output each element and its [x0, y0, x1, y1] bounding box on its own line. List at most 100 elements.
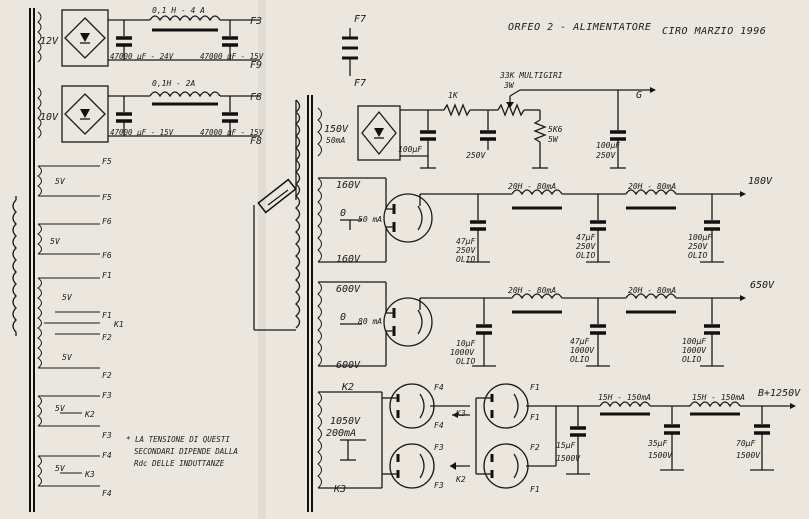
heater-label-17: F4 [102, 451, 112, 460]
hv1-supply [317, 177, 746, 263]
hv1-cmid-v-label: 250V [576, 242, 596, 251]
heater-label-14: 5V [55, 404, 66, 413]
bias-c2-label: 250V [466, 151, 486, 160]
bias-c3-v-label: 250V [596, 151, 616, 160]
author-date: CIRO MARZIO 1996 [662, 26, 766, 37]
note-line-2: Rdc DELLE INDUTTANZE [134, 459, 225, 468]
hv3-tube-c-bot-label: F3 [434, 481, 444, 490]
heater-label-2: F5 [102, 193, 112, 202]
bias-pot-label: 33K MULTIGIRI [499, 71, 563, 80]
hv1-cin-label: 47µF [456, 237, 475, 246]
schematic-title: ORFEO 2 - ALIMENTATORE [508, 22, 651, 33]
hv2-cout-v-label: 1000V [682, 346, 707, 355]
hv3-c2-label: 35µF [647, 439, 667, 448]
hv2-cmid-t-label: OLIO [570, 355, 589, 364]
hv3-volts-label: 1050V [330, 416, 361, 427]
hv3-k-mid1-label: K3 [455, 409, 466, 418]
heater-label-7: 5V [62, 293, 73, 302]
hv2-cout-label: 100µF [682, 337, 706, 346]
lower-choke-label: 0,1H - 2A [152, 79, 196, 88]
note-line-0: * LA TENSIONE DI QUESTI [126, 435, 230, 444]
hv1-cout-label: 100µF [688, 233, 712, 242]
hv2-supply [317, 281, 746, 367]
hv3-supply [317, 383, 796, 489]
heater-windings [37, 165, 100, 487]
hv3-out-label: B+1250V [758, 388, 801, 399]
hv2-cout-t-label: OLIO [682, 355, 701, 364]
fuse-bottom-label: F7 [354, 78, 366, 89]
bias-supply [317, 87, 656, 169]
heater-label-9: K1 [113, 320, 124, 329]
hv1-cout-t-label: OLIO [688, 251, 707, 260]
hv2-cmid-label: 47µF [570, 337, 589, 346]
hv1-current-label: 50 mA [358, 215, 382, 224]
fuse-top-label: F7 [354, 14, 366, 25]
heater-label-8: F1 [102, 311, 112, 320]
left-transformer [12, 8, 35, 512]
hv1-cout-v-label: 250V [688, 242, 708, 251]
hv3-tube-c-top-label: F3 [434, 443, 444, 452]
hv3-k-top-label: K2 [341, 382, 354, 393]
heater-label-18: 5V [55, 464, 66, 473]
hv1-l1-label: 20H - 80mA [508, 182, 556, 191]
heater-label-10: F2 [102, 333, 112, 342]
heater-label-3: F6 [102, 217, 112, 226]
hv3-tube-b-top-label: F1 [530, 383, 540, 392]
hv1-bottom-label: 160V [336, 254, 361, 265]
upper-cap2-label: 47000 µF - 15V [200, 52, 264, 61]
heater-label-0: F5 [102, 157, 112, 166]
lower-winding-label: 10V [40, 112, 59, 123]
bias-out-label: G [636, 90, 642, 101]
mains-primary [253, 95, 313, 512]
upper-choke-label: 0,1 H - 4 A [152, 6, 205, 15]
heater-label-4: 5V [50, 237, 61, 246]
upper-out2-label: F9 [250, 60, 262, 71]
hv2-center-label: 0 [340, 312, 346, 323]
hv3-c1-label: 15µF [556, 441, 575, 450]
hv3-c2-v-label: 1500V [648, 451, 673, 460]
hv3-l1-label: 15H - 150mA [598, 393, 651, 402]
upper-rectifier-block [37, 9, 260, 67]
hv1-cmid-label: 47µF [576, 233, 595, 242]
hv3-k-mid2-label: K2 [455, 475, 466, 484]
upper-winding-label: 12V [40, 36, 59, 47]
hv1-cin-v-label: 250V [456, 246, 476, 255]
hv1-cmid-t-label: OLIO [576, 251, 595, 260]
lower-cap1-label: 47000 µF - 15V [110, 128, 174, 137]
heater-label-12: F2 [102, 371, 112, 380]
bias-winding-label: 150V [324, 124, 349, 135]
heater-label-19: K3 [84, 470, 95, 479]
lower-cap2-label: 47000 µF - 15V [200, 128, 264, 137]
heater-label-13: F3 [102, 391, 112, 400]
hv3-tube-a-bot-label: F4 [434, 421, 444, 430]
hv1-cin-t-label: OLIO [456, 255, 475, 264]
hv2-current-label: 80 mA [358, 317, 382, 326]
hv3-c3-v-label: 1500V [736, 451, 761, 460]
lower-out1-label: F8 [250, 92, 262, 103]
hv2-l2-label: 20H - 80mA [628, 286, 676, 295]
hv2-out-label: 650V [750, 280, 775, 291]
page-fold [258, 0, 266, 519]
hv3-c1-v-label: 1500V [556, 454, 581, 463]
hv2-cin-t-label: OLIO [456, 357, 475, 366]
bias-r2-label: 5K6 [548, 125, 563, 134]
hv2-bottom-label: 600V [336, 360, 361, 371]
hv1-center-label: 0 [340, 208, 346, 219]
heater-label-11: 5V [62, 353, 73, 362]
note-line-1: SECONDARI DIPENDE DALLA [134, 447, 238, 456]
bias-pot-watt-label: 3W [503, 81, 515, 90]
hv3-current-label: 200mA [326, 428, 356, 439]
upper-cap1-label: 47000 µF - 24V [110, 52, 174, 61]
hv3-tube-d-top-label: F2 [530, 443, 540, 452]
hv1-l2-label: 20H - 80mA [628, 182, 676, 191]
bias-r2-watt-label: 5W [548, 135, 559, 144]
bias-c1-label: 100µF [398, 145, 422, 154]
hv3-tube-d-bot-label: F1 [530, 485, 540, 494]
bias-c3-label: 100µF [596, 141, 620, 150]
hv3-c3-label: 70µF [736, 439, 755, 448]
hv3-k-bot-label: K3 [333, 484, 346, 495]
bias-winding-current-label: 50mA [326, 136, 345, 145]
hv2-l1-label: 20H - 80mA [508, 286, 556, 295]
